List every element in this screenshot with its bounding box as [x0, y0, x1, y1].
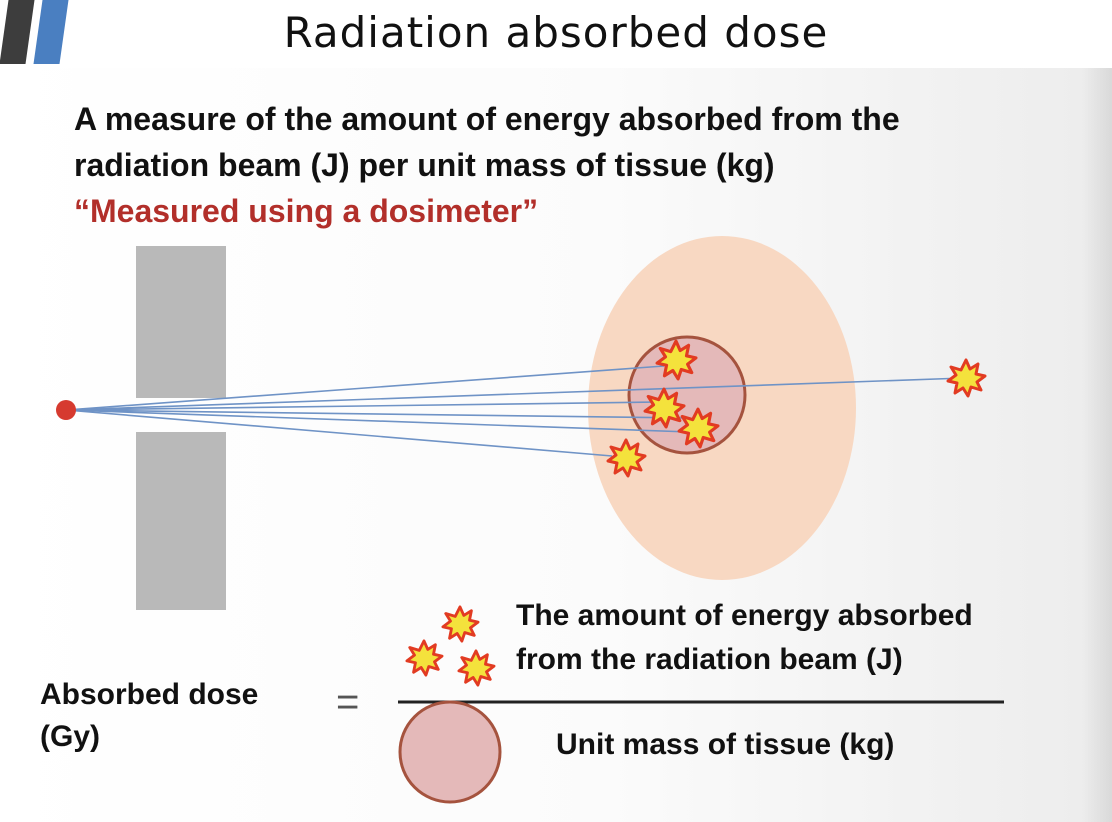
slide-title: Radiation absorbed dose [283, 8, 829, 57]
beam-ray [65, 409, 691, 433]
intro-line-2: radiation beam (J) per unit mass of tiss… [74, 147, 775, 183]
title-band [0, 0, 1112, 68]
tissue-mass-icon [398, 700, 502, 804]
energy-burst-icon [441, 605, 480, 643]
intro-text: A measure of the amount of energy absorb… [74, 96, 1034, 234]
collimator-lower [136, 432, 226, 610]
right-edge-strip [1082, 68, 1112, 822]
collimator-upper [136, 246, 226, 398]
dosimeter-note: “Measured using a dosimeter” [74, 193, 539, 229]
beam-ray [65, 365, 665, 411]
beam-ray [65, 409, 691, 419]
formula-numerator: The amount of energy absorbed from the r… [516, 594, 973, 682]
beam-ray [65, 401, 661, 411]
formula-denominator: Unit mass of tissue (kg) [556, 728, 895, 761]
radiation-beam [65, 365, 965, 457]
beam-ray [65, 377, 965, 411]
energy-burst-icon [946, 358, 987, 398]
energy-burst-icon [405, 639, 444, 677]
equals-sign: = [336, 680, 360, 724]
numerator-line-1: The amount of energy absorbed [516, 599, 973, 632]
numerator-line-2: from the radiation beam (J) [516, 643, 903, 676]
absorbed-dose-label: Absorbed dose (Gy) [40, 674, 258, 758]
intro-line-1: A measure of the amount of energy absorb… [74, 101, 900, 137]
beam-ray [65, 409, 613, 457]
absorbed-dose-unit: (Gy) [40, 720, 100, 753]
absorbed-dose-text: Absorbed dose [40, 678, 259, 711]
radiation-source [56, 400, 76, 420]
energy-burst-icon [457, 649, 496, 687]
